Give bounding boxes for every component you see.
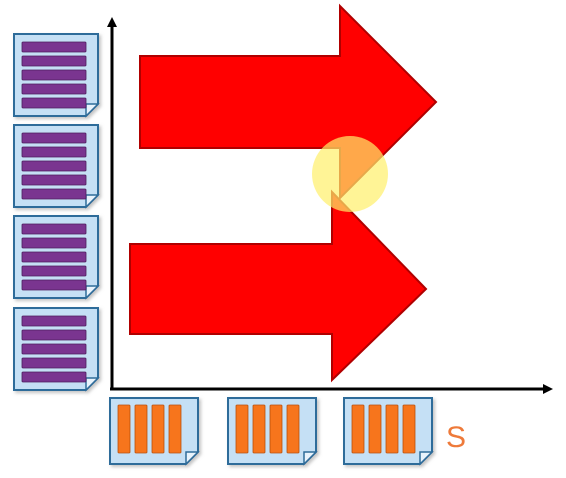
purple-row-bar — [21, 329, 87, 341]
purple-row-bar — [21, 41, 87, 53]
purple-row-bar — [21, 188, 87, 200]
document-columns-icon — [109, 397, 200, 466]
orange-column-bar — [151, 404, 165, 454]
purple-row-bar — [21, 146, 87, 158]
document-rows-icon — [13, 215, 100, 300]
orange-column-bar — [134, 404, 148, 454]
orange-column-bar — [168, 404, 182, 454]
purple-row-bar — [21, 237, 87, 249]
orange-column-bar — [368, 404, 382, 454]
purple-row-bar — [21, 55, 87, 67]
document-rows-icon — [13, 124, 100, 209]
right-arrow-icon — [129, 189, 428, 383]
arrows-group — [129, 3, 438, 383]
orange-column-bar — [235, 404, 249, 454]
orange-column-bar — [402, 404, 416, 454]
document-columns-icon — [343, 397, 434, 466]
orange-column-bar — [269, 404, 283, 454]
orange-column-bar — [286, 404, 300, 454]
document-columns-icon — [227, 397, 318, 466]
right-arrow-icon — [139, 3, 438, 201]
purple-row-bar — [21, 83, 87, 95]
purple-row-bar — [21, 315, 87, 327]
left-cards-group — [13, 33, 100, 392]
orange-column-bar — [117, 404, 131, 454]
document-rows-icon — [13, 33, 100, 118]
purple-row-bar — [21, 97, 87, 109]
axis-label-s: S — [446, 421, 467, 454]
purple-row-bar — [21, 223, 87, 235]
purple-row-bar — [21, 132, 87, 144]
purple-row-bar — [21, 265, 87, 277]
orange-column-bar — [385, 404, 399, 454]
purple-row-bar — [21, 251, 87, 263]
orange-column-bar — [351, 404, 365, 454]
highlight-circle — [312, 136, 388, 212]
document-rows-icon — [13, 307, 100, 392]
purple-row-bar — [21, 279, 87, 291]
bottom-cards-group — [109, 397, 434, 466]
purple-row-bar — [21, 357, 87, 369]
purple-row-bar — [21, 174, 87, 186]
purple-row-bar — [21, 69, 87, 81]
purple-row-bar — [21, 371, 87, 383]
purple-row-bar — [21, 160, 87, 172]
purple-row-bar — [21, 343, 87, 355]
orange-column-bar — [252, 404, 266, 454]
